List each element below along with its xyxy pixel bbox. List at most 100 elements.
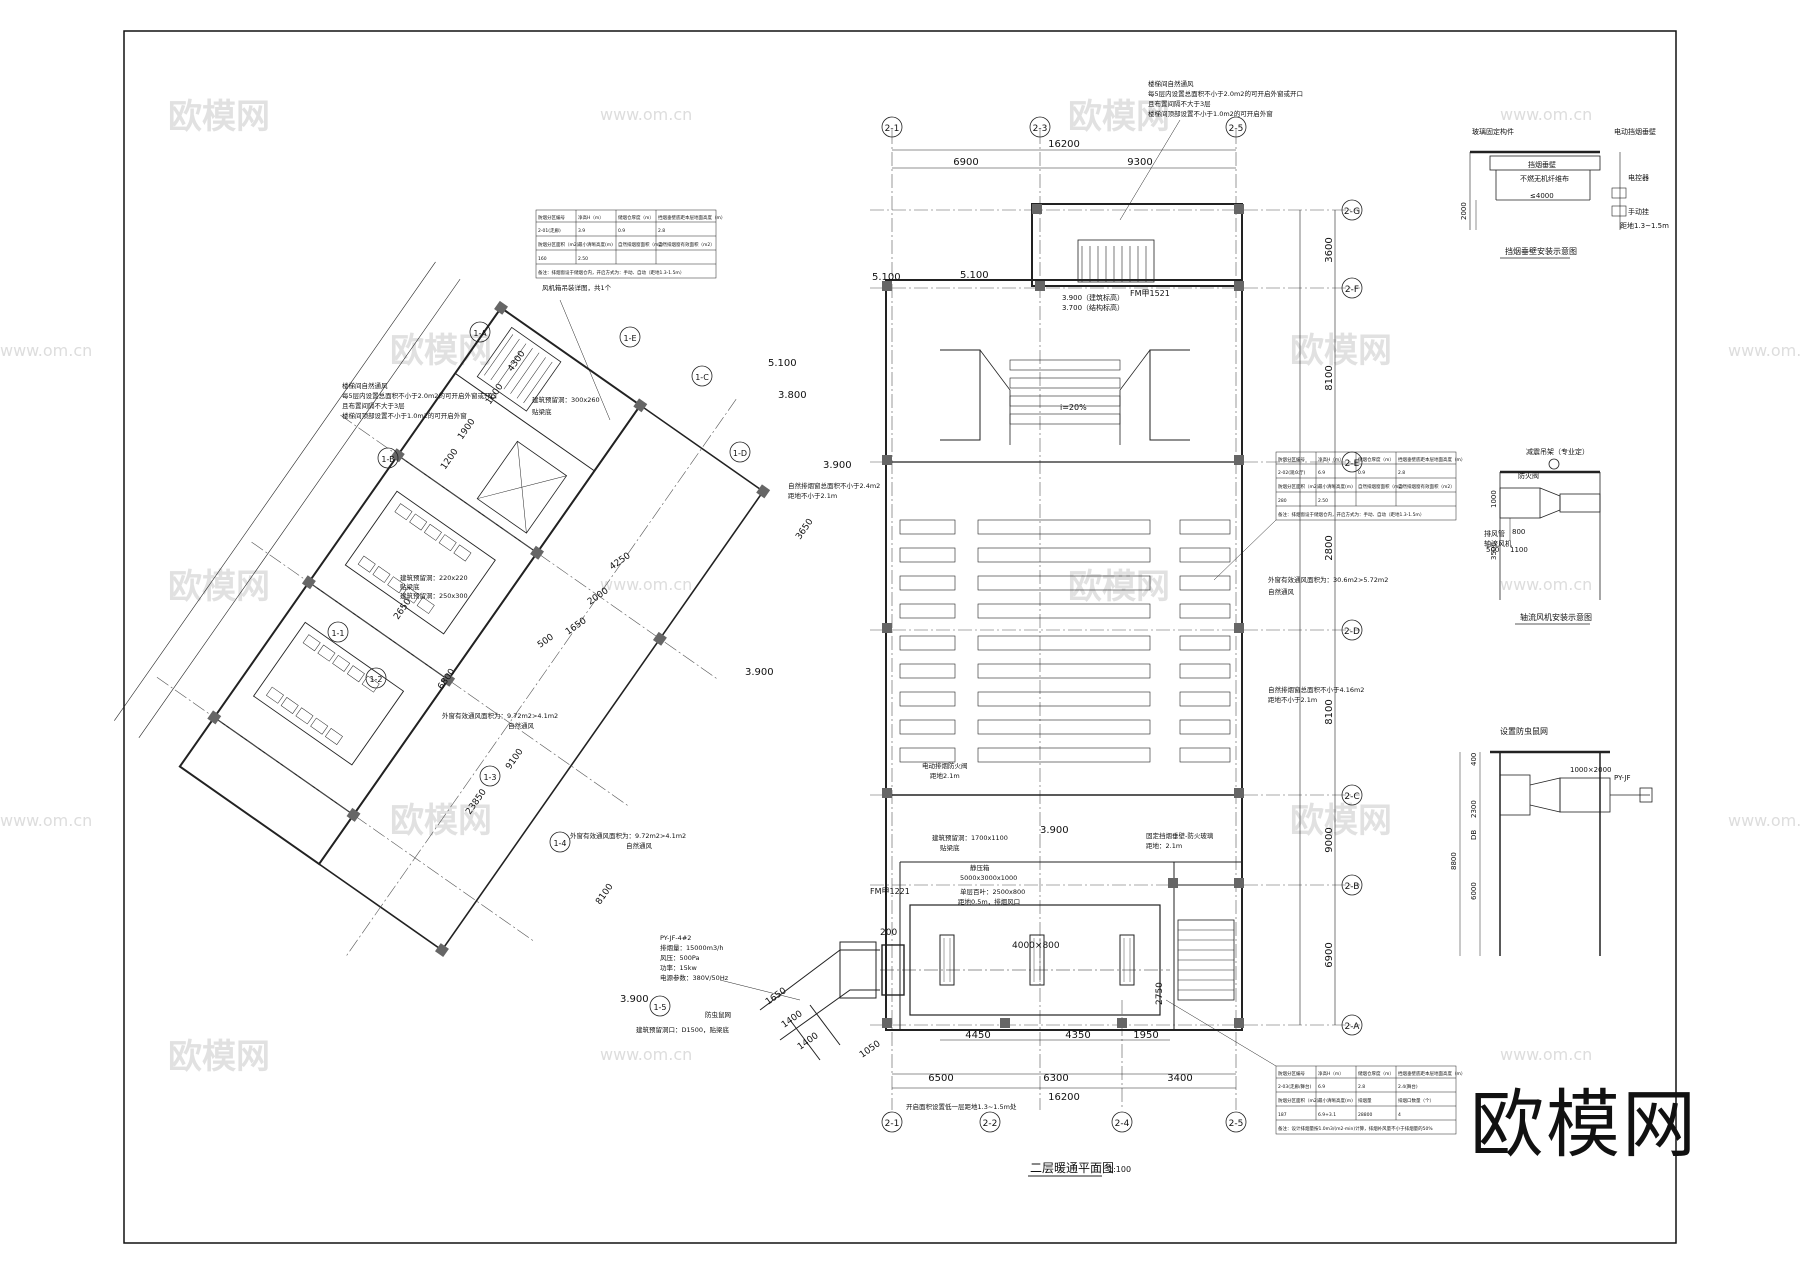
watermark-brand: 欧模网 <box>1290 331 1392 371</box>
exhaust-duct <box>759 941 880 1061</box>
structural-columns <box>882 204 1244 1028</box>
dim-right: 2800 <box>1324 535 1335 560</box>
callout: 每5层内设置总面积不小于2.0m2的可开启外窗或开口 <box>1148 89 1303 98</box>
dim: 500 <box>536 632 556 650</box>
table-cell: 0.9 <box>618 228 625 234</box>
level-mark: 3.900 <box>1040 825 1069 836</box>
detail-dim: 2000 <box>1460 202 1468 220</box>
dim: 4250 <box>608 551 633 572</box>
dim: 4000×800 <box>1012 941 1060 951</box>
detail-dim: 400 <box>1470 753 1478 766</box>
detail-label: 1000×2000 <box>1570 766 1612 774</box>
table-cell: 防烟分区面积（m2） <box>538 241 581 248</box>
table-cell: 0.9 <box>1358 470 1365 476</box>
dim: 1400 <box>780 1009 805 1030</box>
grid-label: 2-B <box>1345 882 1360 892</box>
detail-dim: 800 <box>1512 528 1525 536</box>
grid-label: 1-5 <box>653 1003 666 1012</box>
callout: 功率：15kw <box>660 963 698 972</box>
table-cell: 自然排烟窗有效面积（m2） <box>658 241 715 248</box>
grid-label: 1-4 <box>553 839 566 848</box>
table-cell: 2.8 <box>1398 470 1405 476</box>
table-cell: 净高H（m） <box>578 214 604 221</box>
callout: 建筑预留洞：1700x1100 <box>932 833 1008 842</box>
callout: 且布置间隔不大于3层 <box>342 401 405 410</box>
dim-right: 8100 <box>1324 365 1335 390</box>
drawing-frame <box>123 30 1677 1244</box>
detail-dim: 1100 <box>1510 546 1528 554</box>
table-cell: 最小清晰高度(m) <box>1318 483 1353 490</box>
grid-label: 1-3 <box>483 773 496 782</box>
callout: 距地：2.1m <box>1146 841 1182 850</box>
rotated-wing <box>114 261 771 958</box>
drawing-title: 二层暖通平面图 <box>1030 1161 1114 1175</box>
grid-label: 2-A <box>1345 1022 1361 1032</box>
slope-label: i=20% <box>1060 403 1087 412</box>
table-cell: 2.8 <box>658 228 665 234</box>
dim-top-b: 9300 <box>1127 157 1152 168</box>
table-cell: 自然排烟窗有效面积（m2） <box>1398 483 1455 490</box>
detail-title: 轴流风机安装示意图 <box>1520 612 1592 622</box>
smoke-zone-table-3 <box>1275 1065 1457 1135</box>
door-label: FM甲1521 <box>1130 289 1170 298</box>
detail-dim: 6000 <box>1470 882 1478 900</box>
callout: 自然排烟窗总面积不小于2.4m2 <box>788 481 880 490</box>
callout: 贴梁底 <box>400 582 420 591</box>
table-cell: 最小清晰高度(m) <box>578 241 613 248</box>
level-mark: 5.100 <box>768 358 797 369</box>
grid-label: 2-5 <box>1229 124 1244 134</box>
table-cell: 187 <box>1278 1112 1287 1118</box>
callout: 风机箱吊装详图，共1个 <box>542 283 612 292</box>
watermark-url: www.om.cn <box>1500 105 1592 124</box>
table-cell: 自然排烟窗面积（m2） <box>618 241 666 248</box>
grid-label: 1-2 <box>369 675 382 684</box>
grid-label: 2-C <box>1344 792 1359 802</box>
table-cell: 防烟分区编号 <box>1278 1070 1305 1077</box>
dim-right: 8100 <box>1324 699 1335 724</box>
callout: 外窗有效通风面积为：30.6m2>5.72m2 <box>1268 575 1388 584</box>
callout: 外窗有效通风面积为：9.72m2>4.1m2 <box>570 831 686 840</box>
watermark-url: www.om.cn <box>600 105 692 124</box>
table-cell: 6.9+3.1 <box>1318 1112 1336 1118</box>
grid-label: 1-E <box>623 334 636 343</box>
callout: 5000x3000x1000 <box>960 874 1017 882</box>
callout: 楼梯间自然通风 <box>1148 79 1194 88</box>
grid-lines <box>870 130 1360 1110</box>
detail-dim: 500 <box>1486 546 1499 554</box>
table-cell: 防烟分区面积（m2） <box>1278 1097 1321 1104</box>
static-pressure-box <box>909 904 1161 1016</box>
table-cell: 2.50 <box>578 256 588 262</box>
callout: 排烟量：15000m3/h <box>660 943 723 952</box>
table-cell: 6.9 <box>1318 470 1325 476</box>
table-cell: 自然排烟窗面积（m2） <box>1358 483 1406 490</box>
table-note: 备注：设计排烟量按1.0m3/(m2·min)计算，排烟补风量不小于排烟量的50… <box>1278 1125 1433 1132</box>
watermark-layer: 欧模网 www.om.cn 欧模网 www.om.cn www.om.cn 欧模… <box>0 97 1800 1168</box>
level-mark: 5.100 <box>960 270 989 281</box>
table-cell: 挡烟垂壁底距本层地面高度（m） <box>1398 456 1465 463</box>
dim: 1400 <box>796 1031 821 1052</box>
watermark-brand: 欧模网 <box>390 331 492 371</box>
table-cell: 160 <box>538 256 547 262</box>
level-mark: 3.900 <box>745 667 774 678</box>
door-label: FM甲1221 <box>870 887 910 896</box>
table-cell: 排烟口数量（个） <box>1398 1097 1434 1104</box>
grid-label: 1-D <box>733 449 747 458</box>
watermark-brand: 欧模网 <box>168 97 270 137</box>
callout: 风压：500Pa <box>660 954 700 962</box>
detail-dim: ≤4000 <box>1530 192 1554 200</box>
grid-label: 2-2 <box>983 1119 998 1129</box>
detail-label: 电动挡烟垂壁 <box>1614 127 1656 136</box>
table-cell: 2-03(走廊/舞台) <box>1278 1083 1311 1090</box>
dim-right: 3600 <box>1324 237 1335 262</box>
dim: 1650 <box>564 616 589 637</box>
dim-inner: 4350 <box>1065 1030 1090 1041</box>
callout: 距地不小于2.1m <box>788 491 837 500</box>
drawing-scale: 1:100 <box>1108 1165 1131 1174</box>
dim: 1050 <box>858 1039 883 1060</box>
detail-axial-fan <box>1499 458 1601 600</box>
callout: 贴梁底 <box>940 843 960 852</box>
dimensions-main <box>892 149 1336 1089</box>
detail-insect-screen <box>1459 750 1653 956</box>
auditorium-seats <box>899 519 1231 763</box>
